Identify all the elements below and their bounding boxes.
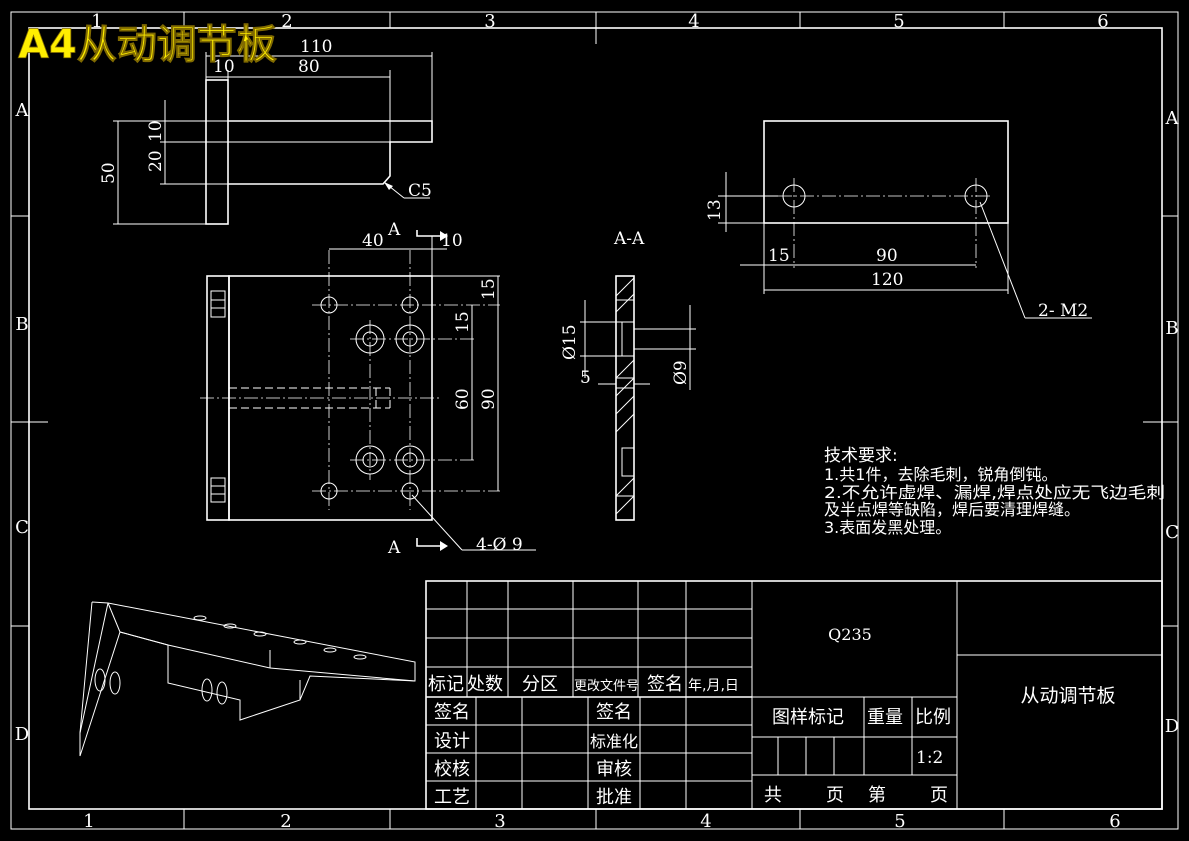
dim-label: 15 (453, 311, 473, 333)
row-labels-left: A B C D (15, 100, 30, 745)
row-label: D (15, 724, 29, 745)
row-label: C (1165, 522, 1179, 543)
column-labels-top: 1 2 3 4 5 6 (91, 11, 1108, 32)
dim-label: 50 (99, 162, 119, 184)
col-label: 2 (281, 11, 292, 32)
dim-label: 90 (479, 388, 499, 410)
col-label: 3 (484, 11, 495, 32)
signoff-label: 设计 (434, 731, 470, 752)
col-label: 2 (280, 811, 291, 832)
column-labels-bottom: 1 2 3 4 5 6 (83, 811, 1120, 832)
row-label: A (1165, 108, 1180, 129)
title-block: Q235 从动调节板 标记 处数 分区 更改文件号 签名 年,月,日 签名 设计… (425, 580, 1163, 810)
signoff-label: 签名 (596, 702, 632, 723)
sheet-text: 页 (826, 785, 844, 806)
signoff-label: 标准化 (590, 732, 638, 751)
revision-header: 处数 (467, 674, 503, 695)
note-line: 1.共1件，去除毛刺，锐角倒钝。 (824, 465, 1057, 484)
revision-header: 年,月,日 (688, 678, 739, 694)
revision-header: 标记 (428, 674, 464, 695)
signoff-label: 审核 (596, 759, 632, 780)
drawing-frame (10, 11, 1179, 830)
part-name: 从动调节板 (1020, 685, 1115, 707)
col-label: 5 (893, 11, 904, 32)
note-line: 2.不允许虚焊、漏焊,焊点处应无飞边毛刺 (824, 483, 1165, 502)
section-view: A-A Ø15 5 Ø9 (560, 229, 696, 521)
dim-label: 10 (146, 120, 166, 142)
col-label: 5 (894, 811, 905, 832)
col-label: 6 (1097, 11, 1108, 32)
row-label: D (1165, 716, 1179, 737)
signoff-label: 校核 (434, 759, 470, 780)
dim-label: 15 (768, 246, 790, 266)
col-label: 6 (1109, 811, 1120, 832)
chamfer-label: C5 (408, 181, 432, 201)
dim-label: 110 (300, 37, 332, 57)
right-view: 13 15 90 120 2- M2 (705, 120, 1092, 321)
dim-label: 13 (705, 199, 725, 221)
col-label: 4 (700, 811, 711, 832)
signoff-label: 签名 (434, 702, 470, 723)
col-label: 1 (91, 11, 102, 32)
revision-header: 分区 (522, 674, 558, 695)
dim-label: 20 (146, 150, 166, 172)
info-header: 图样标记 (772, 707, 844, 728)
scale-value: 1:2 (916, 748, 943, 768)
row-label: B (15, 314, 28, 335)
drawing-title: A4从动调节板 (18, 22, 277, 68)
note-line: 及半点焊等缺陷，焊后要清理焊缝。 (824, 500, 1080, 519)
thread-note: 2- M2 (1038, 301, 1088, 321)
material: Q235 (828, 625, 872, 644)
sheet-text: 第 (868, 785, 886, 806)
front-view: 40 10 15 15 60 90 A A 4-Ø 9 (200, 220, 536, 558)
signoff-label: 批准 (596, 787, 632, 808)
notes-heading: 技术要求: (824, 446, 898, 466)
note-line: 3.表面发黑处理。 (824, 518, 951, 537)
section-mark: A (387, 538, 401, 558)
isometric-view (79, 601, 416, 757)
dim-label: 40 (362, 231, 384, 251)
row-label: C (15, 517, 29, 538)
sheet-text: 共 (764, 785, 782, 806)
revision-header: 更改文件号 (574, 679, 639, 694)
dim-label: 60 (453, 388, 473, 410)
info-header: 重量 (867, 707, 903, 728)
col-label: 3 (494, 811, 505, 832)
dim-label: Ø9 (671, 360, 691, 385)
row-label: B (1165, 318, 1178, 339)
top-view: 10 80 110 10 20 50 C5 (99, 37, 433, 225)
dim-label: 10 (213, 57, 235, 77)
col-label: 4 (688, 11, 699, 32)
info-header: 比例 (915, 707, 951, 728)
section-mark: A (387, 220, 401, 240)
technical-notes: 技术要求: 1.共1件，去除毛刺，锐角倒钝。 2.不允许虚焊、漏焊,焊点处应无飞… (824, 446, 1165, 537)
dim-label: 90 (876, 246, 898, 266)
sheet-text: 页 (930, 785, 948, 806)
dim-label: 120 (871, 270, 903, 290)
dim-label: Ø15 (560, 324, 580, 360)
dim-label: 15 (479, 278, 499, 300)
row-label: A (15, 100, 30, 121)
dim-label: 80 (298, 57, 320, 77)
dim-label: 5 (580, 368, 591, 388)
col-label: 1 (83, 811, 94, 832)
revision-header: 签名 (647, 674, 683, 695)
signoff-label: 工艺 (434, 787, 470, 808)
hole-note: 4-Ø 9 (476, 535, 523, 555)
row-labels-right: A B C D (1165, 108, 1180, 737)
section-title: A-A (613, 229, 645, 249)
